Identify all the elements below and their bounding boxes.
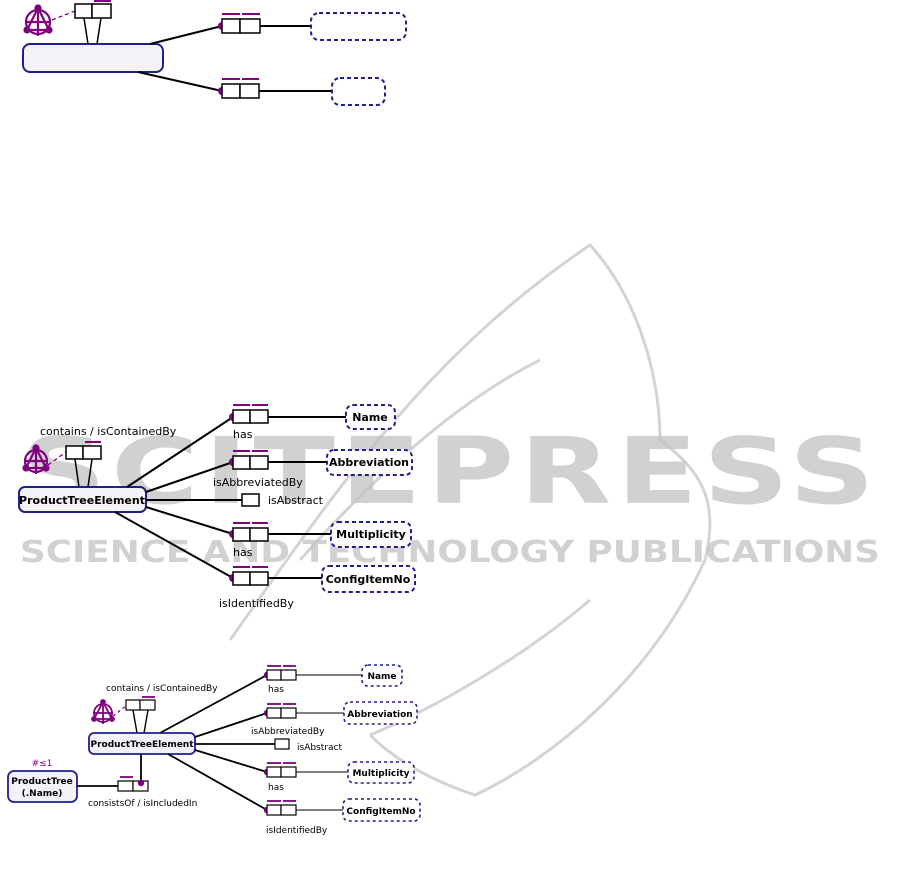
config-item-reading: isIdentifiedBy	[266, 826, 328, 836]
abbreviation-reading: isAbbreviatedBy	[251, 727, 325, 737]
top-entity	[22, 43, 164, 73]
multiplicity-value-label: Multiplicity	[336, 528, 406, 541]
ring-fact-role-1	[65, 445, 84, 460]
abbreviation-value-label: Abbreviation	[329, 456, 409, 469]
name-value-type	[361, 664, 403, 687]
multiplicity-value-type	[347, 761, 415, 784]
config-item-value-label: ConfigItemNo	[346, 807, 415, 817]
multiplicity-reading: has	[233, 546, 253, 559]
multiplicity-value-type	[330, 521, 412, 548]
is-abstract-role	[274, 738, 290, 750]
config-item-value-type	[321, 565, 416, 593]
name-value-label: Name	[367, 672, 396, 682]
ring-reading: contains / isContainedBy	[106, 684, 218, 694]
ring-fact-role-2	[139, 699, 156, 711]
watermark-tagline: SCIENCE AND TECHNOLOGY PUBLICATIONS	[20, 535, 880, 570]
multiplicity-reading: has	[268, 783, 284, 793]
consists-of-reading: consistsOf / isIncludedIn	[88, 799, 197, 809]
abbreviation-reading: isAbbreviatedBy	[213, 476, 303, 489]
name-value-type	[345, 404, 396, 430]
name-reading: has	[233, 428, 253, 441]
name-value-label: Name	[352, 411, 388, 424]
consists-of-role-1	[117, 780, 134, 792]
subtype-constraint-icon	[23, 4, 53, 36]
diagram-top	[22, 0, 407, 106]
is-abstract-reading: isAbstract	[268, 494, 324, 507]
is-abstract-role	[241, 493, 260, 507]
subtype-constraint-icon	[91, 699, 115, 724]
config-item-value-label: ConfigItemNo	[326, 573, 411, 586]
name-reading: has	[268, 685, 284, 695]
diagram-middle: contains / isContainedBy ProductTreeElem…	[18, 404, 416, 610]
multiplicity-value-label: Multiplicity	[352, 769, 409, 779]
ring-fact-role-1	[74, 3, 93, 19]
ring-fact-role-2	[82, 445, 102, 460]
cardinality-constraint: #≤1	[32, 759, 53, 769]
product-tree-label-line2: (.Name)	[22, 789, 63, 799]
top-value-type-2	[331, 77, 386, 106]
abbreviation-value-type	[326, 449, 413, 476]
is-abstract-reading: isAbstract	[297, 743, 342, 753]
product-tree-element-label: ProductTreeElement	[90, 740, 194, 750]
ring-fact-role-1	[125, 699, 141, 711]
watermark-brand: SCITEPRESS	[20, 418, 880, 525]
ring-fact-role-2	[91, 3, 112, 19]
subtype-constraint-icon	[22, 444, 50, 474]
top-value-type-1	[310, 12, 407, 41]
diagram-bottom: contains / isContainedBy ProductTreeElem…	[7, 664, 421, 836]
product-tree-element-label: ProductTreeElement	[19, 494, 145, 507]
config-item-value-type	[342, 798, 421, 822]
config-item-reading: isIdentifiedBy	[219, 597, 294, 610]
abbreviation-value-type	[343, 701, 418, 725]
product-tree-label-line1: ProductTree	[11, 777, 73, 787]
abbreviation-value-label: Abbreviation	[347, 710, 412, 720]
ring-reading: contains / isContainedBy	[40, 425, 177, 438]
